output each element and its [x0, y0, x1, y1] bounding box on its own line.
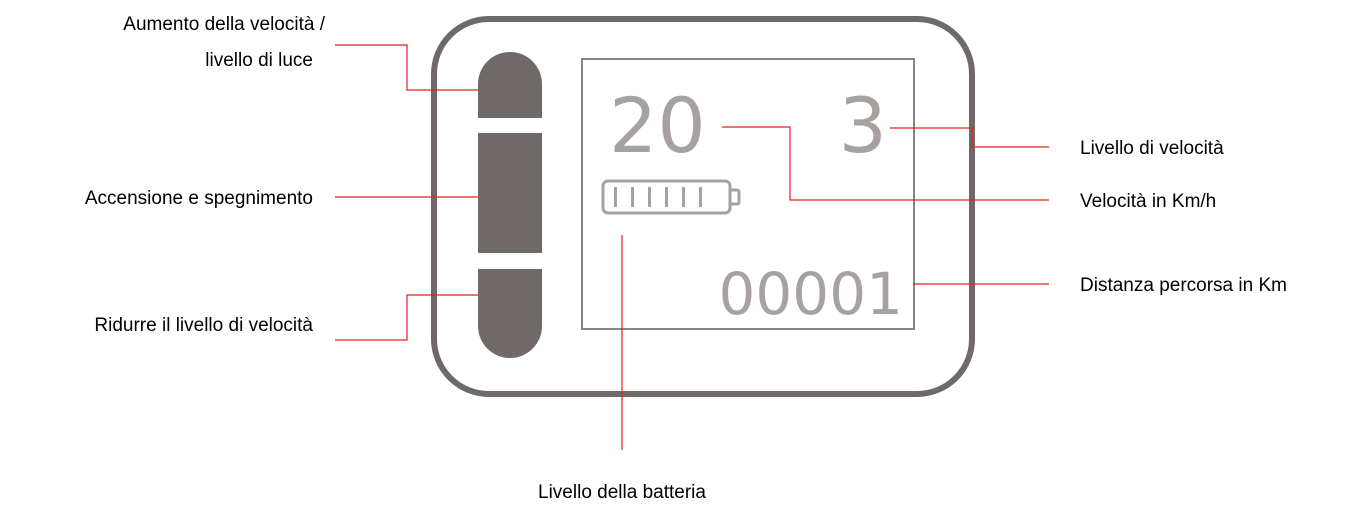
leader-speed-up: [335, 44, 478, 91]
battery-terminal: [728, 188, 741, 206]
up-button[interactable]: [478, 52, 542, 118]
display-screen: [581, 58, 915, 330]
power-button[interactable]: [478, 133, 542, 253]
battery-bar: [631, 187, 634, 207]
label-speed-up-line2: livello di luce: [205, 50, 313, 71]
speed-level-value: 3: [839, 81, 887, 170]
battery-bar: [614, 187, 617, 207]
battery-bar: [699, 187, 702, 207]
battery-bar: [648, 187, 651, 207]
label-power: Accensione e spegnimento: [85, 188, 313, 209]
label-speed-level: Livello di velocità: [1080, 138, 1224, 159]
leader-speed-level: [890, 127, 1049, 148]
speed-value: 20: [609, 81, 706, 170]
label-battery: Livello della batteria: [538, 482, 706, 503]
label-speed-down: Ridurre il livello di velocità: [94, 315, 313, 336]
distance-value: 00001: [718, 260, 903, 328]
down-button[interactable]: [478, 269, 542, 358]
battery-bar: [682, 187, 685, 207]
label-speed-up-line1: Aumento della velocità /: [123, 14, 325, 35]
leader-speed-kmh: [722, 126, 1049, 201]
leader-speed-down: [335, 294, 478, 341]
battery-bars: [614, 187, 702, 207]
label-distance: Distanza percorsa in Km: [1080, 275, 1287, 296]
battery-icon: [601, 179, 741, 215]
label-speed-kmh: Velocità in Km/h: [1080, 191, 1216, 212]
battery-bar: [665, 187, 668, 207]
